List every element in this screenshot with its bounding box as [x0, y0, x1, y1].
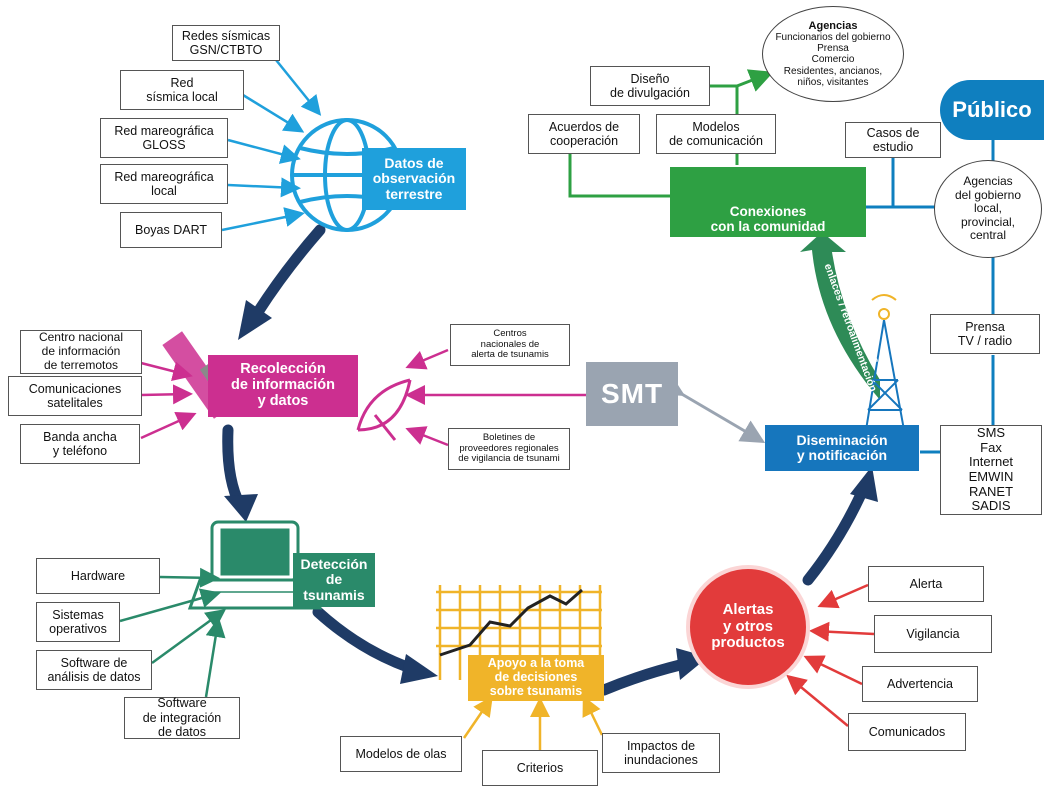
- impactos-inundaciones-box: Impactos de inundaciones: [602, 733, 720, 773]
- centro-nacional-terremotos-box: Centro nacional de información de terrem…: [20, 330, 142, 374]
- hub-datos-observacion: Datos de observación terrestre: [362, 148, 466, 210]
- dish-antenna-icon: [356, 378, 412, 441]
- smt-link: [658, 373, 766, 444]
- modelos-comunicacion-box: Modelos de comunicación: [656, 114, 776, 154]
- comunicados-box: Comunicados: [848, 713, 966, 751]
- sistemas-operativos-box: Sistemas operativos: [36, 602, 120, 642]
- acuerdos-cooperacion-box: Acuerdos de cooperación: [528, 114, 640, 154]
- red-sismica-local-box: Red sísmica local: [120, 70, 244, 110]
- diseno-divulgacion-box: Diseño de divulgación: [590, 66, 710, 106]
- publico-lines: [866, 140, 995, 454]
- hub-publico: Público: [940, 80, 1044, 140]
- hub-deteccion: Detección de tsunamis: [293, 553, 375, 607]
- alerta-box: Alerta: [868, 566, 984, 602]
- recoleccion-input-arrows: [140, 348, 586, 447]
- apoyo-input-arrows: [462, 695, 604, 750]
- deteccion-input-arrows: [119, 567, 227, 698]
- red-mareografica-gloss-box: Red mareográfica GLOSS: [100, 118, 228, 158]
- feedback-arrow: [800, 232, 880, 400]
- hub-alertas: Alertas y otros productos: [686, 565, 810, 689]
- vigilancia-box: Vigilancia: [874, 615, 992, 653]
- software-integracion-box: Software de integración de datos: [124, 696, 240, 739]
- hub-conexiones: Conexiones con la comunidad: [670, 167, 866, 237]
- boletines-proveedores-box: Boletines de proveedores regionales de v…: [448, 428, 570, 470]
- hub-recoleccion: Recolección de información y datos: [208, 355, 358, 417]
- tower-icon: [865, 294, 905, 431]
- canales-list: SMS Fax Internet EMWIN RANET SADIS: [968, 425, 1014, 514]
- canales-box: SMS Fax Internet EMWIN RANET SADIS: [940, 425, 1042, 515]
- hardware-box: Hardware: [36, 558, 160, 594]
- criterios-box: Criterios: [482, 750, 598, 786]
- agencias-gobierno-ellipse: Agencias del gobierno local, provincial,…: [934, 160, 1042, 258]
- casos-de-estudio-box: Casos de estudio: [845, 122, 941, 158]
- modelos-de-olas-box: Modelos de olas: [340, 736, 462, 772]
- banda-ancha-box: Banda ancha y teléfono: [20, 424, 140, 464]
- centros-nacionales-alerta-box: Centros nacionales de alerta de tsunamis: [450, 324, 570, 366]
- hub-apoyo: Apoyo a la toma de decisiones sobre tsun…: [468, 655, 604, 701]
- datos-input-arrows: [221, 54, 322, 232]
- redes-sismicas-gsn-box: Redes sísmicas GSN/CTBTO: [172, 25, 280, 61]
- agencias-ellipse: Agencias Funcionarios del gobierno Prens…: [762, 6, 904, 102]
- alertas-input-arrows: [786, 583, 875, 727]
- hub-diseminacion: Diseminación y notificación: [765, 425, 919, 471]
- prensa-tv-radio-box: Prensa TV / radio: [930, 314, 1040, 354]
- laptop-icon: [187, 520, 323, 610]
- main-flow-heads: [224, 300, 878, 684]
- red-mareografica-local-box: Red mareográfica local: [100, 164, 228, 204]
- advertencia-box: Advertencia: [862, 666, 978, 702]
- main-flow-arrows: [222, 224, 868, 696]
- software-analisis-box: Software de análisis de datos: [36, 650, 152, 690]
- hub-smt: SMT: [586, 362, 678, 426]
- comunicaciones-satelitales-box: Comunicaciones satelitales: [8, 376, 142, 416]
- agencias-title: Agencias: [808, 20, 858, 33]
- boyas-dart-box: Boyas DART: [120, 212, 222, 248]
- agencias-body: Funcionarios del gobierno Prensa Comerci…: [775, 32, 891, 88]
